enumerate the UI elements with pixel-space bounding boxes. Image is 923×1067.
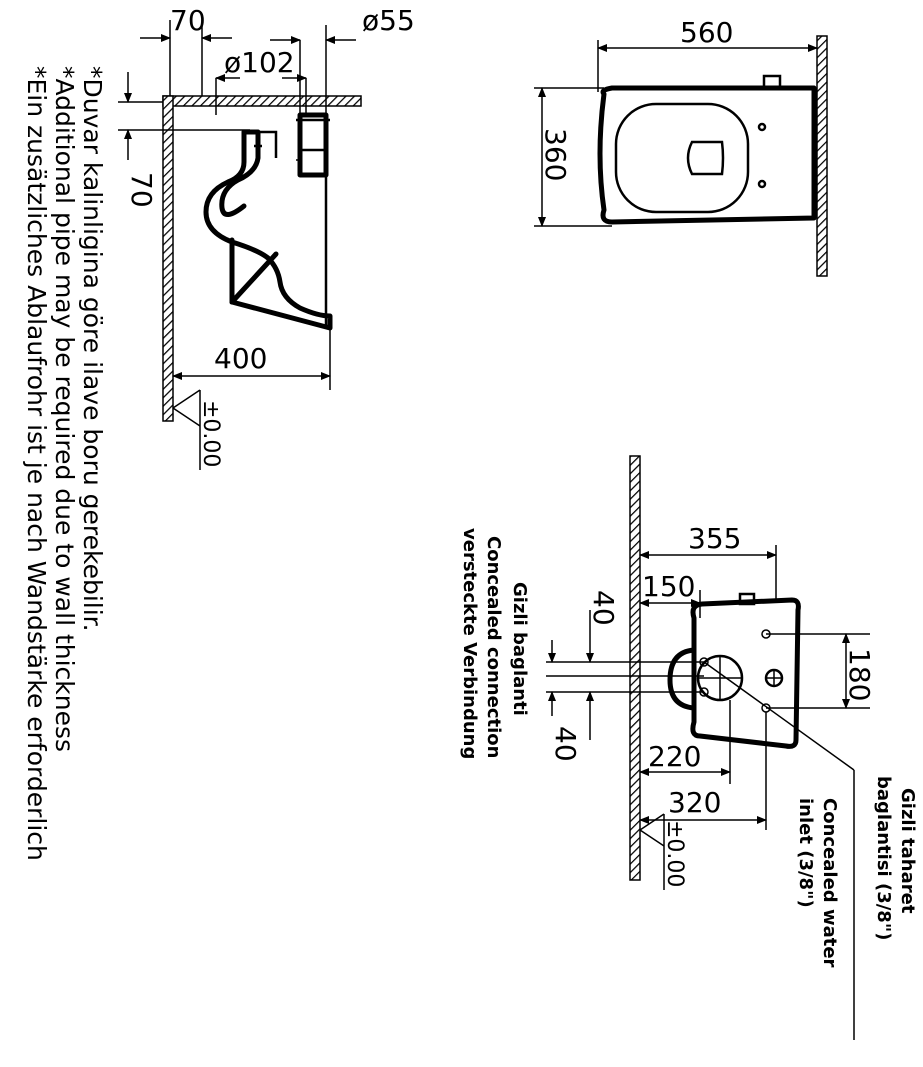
note-en: *Additional pipe may be required due to … [50, 66, 79, 752]
bottom-view: 355 150 180 40 40 220 320 [459, 455, 918, 1040]
side-level: ±0.00 [198, 400, 223, 467]
side-bowl-profile [203, 129, 333, 331]
dim-355: 355 [688, 522, 741, 555]
svg-text:Gizli baglanti: Gizli baglanti [509, 582, 530, 716]
svg-text:Concealed water: Concealed water [819, 798, 840, 968]
bottom-level: ±0.00 [662, 820, 687, 887]
dim-40-a: 40 [587, 590, 620, 626]
dim-pipe: ø102 [224, 46, 295, 79]
dim-top-right: ø55 [362, 4, 415, 37]
dim-top-left: 70 [170, 4, 206, 37]
concealed-connection-label: Gizli baglanti Concealed connection vers… [459, 528, 530, 759]
concealed-inlet-label: Gizli taharet baglantisi (3/8") Conceale… [795, 776, 918, 968]
side-outlet-pipe [297, 112, 329, 178]
side-wall-left [162, 95, 174, 422]
svg-text:baglantisi (3/8"): baglantisi (3/8") [873, 776, 894, 940]
dim-180: 180 [843, 648, 876, 701]
dim-depth: 400 [214, 342, 267, 375]
note-tr: *Duvar kalinligina göre ilave boru gerek… [78, 66, 107, 632]
dim-220: 220 [648, 740, 701, 773]
dim-top-length: 560 [680, 16, 733, 49]
svg-text:inlet (3/8"): inlet (3/8") [795, 798, 816, 908]
top-wall [816, 35, 828, 277]
side-wall-top [162, 95, 362, 107]
dim-40-b: 40 [549, 726, 582, 762]
bottom-wall [629, 455, 641, 881]
dim-320: 320 [668, 786, 721, 819]
notes: *Duvar kalinligina göre ilave boru gerek… [22, 66, 107, 861]
top-view: 560 360 [534, 16, 828, 277]
svg-text:versteckte Verbindung: versteckte Verbindung [459, 528, 480, 759]
bottom-bowl-outline [690, 597, 801, 749]
svg-text:Concealed connection: Concealed connection [483, 536, 504, 758]
svg-text:Gizli taharet: Gizli taharet [897, 788, 918, 914]
top-seat-outline [614, 102, 750, 214]
note-de: *Ein zusätzliches Ablaufrohr ist je nach… [22, 66, 51, 861]
top-bowl-outline [597, 85, 817, 225]
side-view: 70 ø55 ø102 70 400 [118, 4, 415, 470]
dim-150: 150 [642, 570, 695, 603]
dim-top-width: 360 [539, 128, 572, 181]
dim-vertical: 70 [125, 172, 158, 208]
